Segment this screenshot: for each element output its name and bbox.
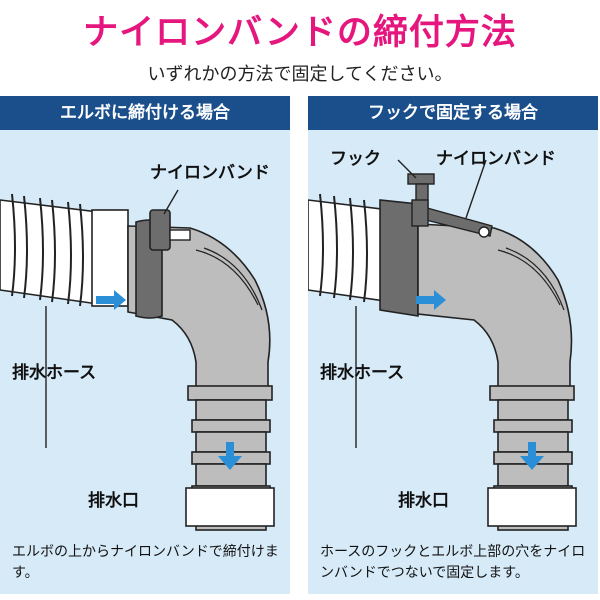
flow-arrow-down	[218, 442, 242, 470]
flow-arrow-down	[520, 442, 544, 470]
page-title: ナイロンバンドの締付方法	[83, 13, 517, 53]
label-drain-outlet: 排水口	[88, 491, 139, 511]
hook-leader-line	[397, 159, 417, 179]
caption: エルボの上からナイロンバンドで締付けます。	[12, 544, 279, 581]
page-subtitle: いずれかの方法で固定してください。	[147, 64, 453, 85]
label-drain-hose: 排水ホース	[12, 363, 97, 383]
elbow-fitting	[417, 223, 575, 531]
panel-hook-method: フックで固定する場合	[308, 96, 598, 594]
flow-arrow-right	[416, 290, 446, 310]
panel-header: フックで固定する場合	[308, 96, 598, 130]
nylon-band	[411, 199, 493, 238]
flow-arrow-right	[96, 290, 126, 310]
elbow-method-illustration	[0, 189, 275, 531]
caption: ホースのフックとエルボ上部の穴をナイロンバンドでつないで固定します。	[320, 544, 586, 581]
band-leader-line	[465, 159, 487, 219]
drain-outlet	[185, 487, 275, 527]
drain-hose	[0, 193, 129, 307]
panel-header: エルボに締付ける場合	[0, 96, 290, 130]
label-drain-hose: 排水ホース	[320, 363, 405, 383]
label-nylon-band: ナイロンバンド	[436, 149, 556, 169]
panel-elbow-method: エルボに締付ける場合	[0, 96, 290, 594]
label-hook: フック	[330, 149, 381, 169]
band-leader-line	[163, 189, 179, 215]
label-drain-outlet: 排水口	[398, 491, 449, 511]
hook-method-illustration	[308, 159, 577, 531]
drain-outlet	[487, 487, 577, 527]
nylon-band	[135, 209, 191, 319]
label-nylon-band: ナイロンバンド	[150, 163, 270, 183]
